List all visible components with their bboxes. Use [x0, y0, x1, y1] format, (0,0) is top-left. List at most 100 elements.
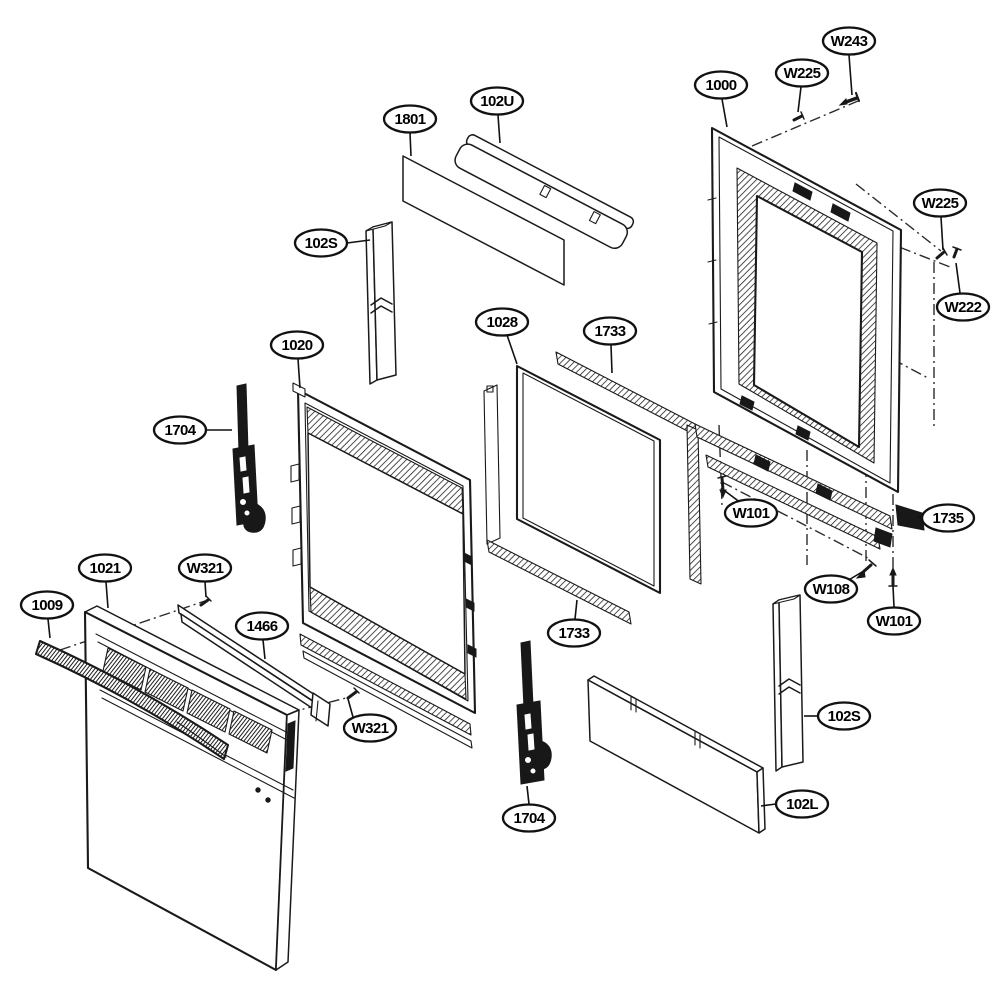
line-art: [244, 510, 250, 516]
callout-1801-4: 1801: [382, 104, 438, 157]
line-art: [718, 136, 894, 484]
line-art: [292, 547, 302, 567]
callout-leader-line: [955, 262, 961, 294]
callout-leader-line: [760, 803, 777, 807]
callout-balloon: [382, 104, 438, 134]
line-art: [95, 633, 291, 735]
line-art: [290, 463, 300, 483]
part-102l-lower-trim: [587, 675, 766, 834]
part-1801-glass-strip: [402, 155, 565, 286]
screw-w321-bottom: [346, 687, 360, 700]
callout-balloon: [77, 553, 133, 583]
line-art: [304, 402, 469, 702]
callout-balloon: [342, 713, 398, 743]
part-1028-door-glass: [483, 364, 662, 595]
line-art: [855, 568, 866, 579]
line-art: [800, 111, 805, 120]
callout-leader-line: [506, 334, 518, 365]
line-art: [465, 598, 475, 612]
callout-leader-line: [721, 98, 728, 128]
line-art: [310, 692, 331, 727]
line-art: [524, 713, 532, 730]
callout-layer: W243W2251000102U1801102S102010281733W225…: [19, 26, 991, 833]
callout-label: 1000: [706, 77, 737, 94]
callout-leader-line: [848, 54, 853, 96]
line-art: [868, 559, 877, 567]
callout-balloon: [293, 228, 349, 258]
callout-leader-line: [347, 698, 354, 718]
part-1735-lower-rail: [694, 423, 925, 550]
callout-balloon: [866, 606, 922, 636]
callout-balloon: [912, 188, 968, 218]
line-art: [792, 182, 813, 201]
line-art: [239, 456, 247, 472]
screw-w101-left: [717, 475, 727, 499]
callout-leader-line: [574, 599, 578, 620]
callout-label: 1028: [487, 314, 518, 331]
screw-w243: [838, 91, 861, 106]
callout-balloon: [920, 503, 976, 533]
line-art: [889, 566, 897, 576]
callout-w101-15: W101: [866, 585, 922, 636]
callout-1733-21: 1733: [546, 599, 602, 648]
callout-label: W101: [876, 613, 913, 630]
callout-label: 1021: [90, 560, 121, 577]
callout-balloon: [821, 26, 877, 56]
line-art: [588, 211, 601, 225]
callout-label: 1704: [514, 810, 546, 827]
callout-leader-line: [346, 239, 371, 244]
line-art: [952, 246, 962, 251]
callout-leader-line: [262, 639, 266, 660]
part-gasket-right-strip: [686, 424, 702, 585]
line-art: [454, 143, 629, 250]
callout-label: 1735: [933, 510, 964, 527]
line-art: [255, 787, 261, 793]
callout-label: 1733: [595, 323, 626, 340]
callout-w243-0: W243: [821, 26, 877, 96]
line-art: [719, 489, 727, 499]
callout-balloon: [935, 292, 991, 322]
line-art: [686, 424, 702, 585]
callout-leader-line: [526, 785, 530, 805]
callout-balloon: [152, 415, 208, 445]
line-art: [815, 483, 833, 501]
line-art: [830, 203, 851, 222]
line-art: [236, 383, 249, 453]
callout-1735-13: 1735: [917, 503, 976, 533]
line-art: [721, 481, 869, 559]
line-art: [952, 247, 959, 259]
line-art: [694, 423, 893, 530]
callout-label: 102L: [786, 796, 818, 813]
line-art: [176, 721, 227, 758]
line-art: [778, 678, 801, 695]
callout-balloon: [774, 789, 830, 819]
part-102s-side-trim-right: [772, 594, 804, 772]
line-art: [346, 690, 358, 700]
line-art: [756, 767, 766, 834]
callout-w321-17: W321: [177, 553, 233, 598]
callout-1020-6: 1020: [269, 330, 325, 389]
callout-balloon: [546, 618, 602, 648]
callout-leader-line: [497, 114, 501, 144]
line-art: [707, 197, 717, 201]
callout-label: 1733: [559, 625, 590, 642]
callout-balloon: [723, 498, 779, 528]
line-art: [795, 425, 811, 441]
callout-balloon: [501, 803, 557, 833]
callout-1704-22: 1704: [501, 785, 557, 833]
screw-w321-top: [199, 595, 212, 607]
callout-balloon: [774, 58, 830, 88]
line-art: [838, 97, 848, 106]
callout-label: W225: [922, 195, 959, 212]
line-art: [525, 757, 531, 763]
line-art: [486, 385, 494, 393]
line-art: [539, 184, 552, 199]
callout-leader-line: [409, 132, 412, 157]
line-art: [705, 454, 881, 550]
callout-1021-16: 1021: [77, 553, 133, 609]
part-1704-hinge-left: [232, 383, 266, 533]
line-art: [144, 668, 189, 712]
callout-balloon: [177, 553, 233, 583]
